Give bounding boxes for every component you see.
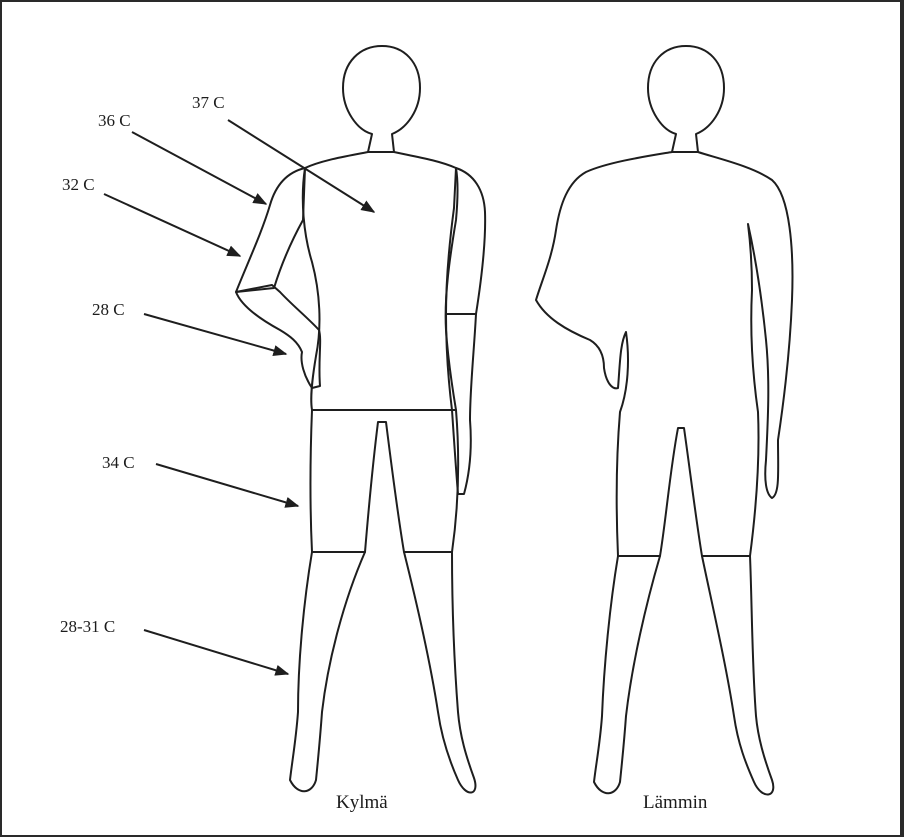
warm-right-lower-leg — [702, 556, 773, 795]
label-chest: 37 C — [192, 93, 225, 112]
label-lower-leg: 28-31 C — [60, 617, 115, 636]
arrow-chest — [228, 120, 374, 212]
arrow-lower-leg — [144, 630, 288, 674]
label-thigh: 34 C — [102, 453, 135, 472]
cold-left-upper-arm — [236, 168, 305, 292]
cold-head — [343, 46, 420, 152]
arrow-thigh — [156, 464, 298, 506]
cold-left-forearm — [236, 285, 320, 388]
cold-right-lower-leg — [404, 552, 475, 793]
warm-figure — [536, 46, 792, 795]
cold-figure — [236, 46, 485, 793]
warm-left-lower-leg — [594, 556, 660, 793]
cold-thighs — [311, 410, 459, 552]
label-hand: 28 C — [92, 300, 125, 319]
cold-torso — [303, 152, 458, 410]
warm-head — [648, 46, 724, 152]
pointer-arrows — [104, 120, 374, 674]
warm-body — [536, 152, 792, 556]
arrow-forearm — [104, 194, 240, 256]
cold-right-forearm — [446, 314, 476, 494]
cold-left-lower-leg — [290, 552, 365, 791]
label-upper-arm: 36 C — [98, 111, 131, 130]
label-forearm: 32 C — [62, 175, 95, 194]
arrow-upper-arm — [132, 132, 266, 204]
caption-warm: Lämmin — [643, 792, 708, 813]
caption-cold: Kylmä — [336, 792, 388, 813]
